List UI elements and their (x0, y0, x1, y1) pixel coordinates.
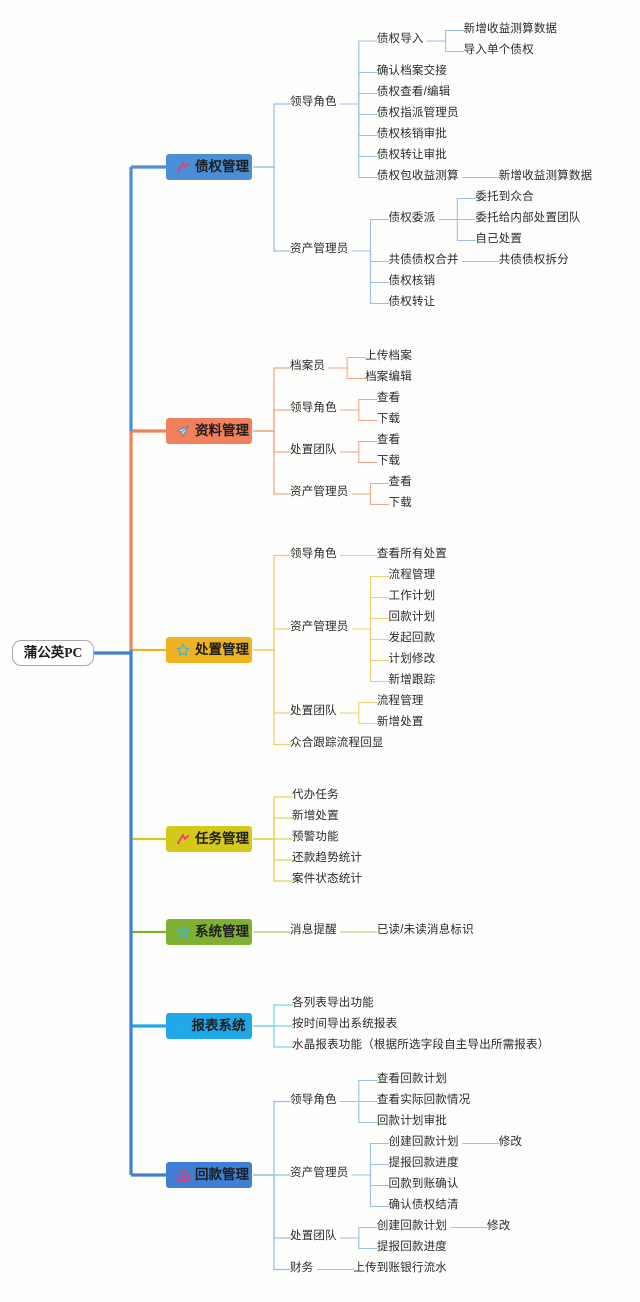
mindmap-node-leaf[interactable]: 债权转让 (388, 295, 436, 308)
mindmap-node-branch[interactable]: 债权包收益测算 (376, 169, 459, 182)
mindmap-node-leaf[interactable]: 按时间导出系统报表 (292, 1018, 398, 1030)
mindmap-node-leaf[interactable]: 新增处置 (292, 810, 339, 822)
mindmap-branch-payment[interactable]: 回款管理 (166, 1162, 252, 1188)
mindmap-node-leaf[interactable]: 新增跟踪 (388, 673, 436, 686)
mindmap-node-leaf[interactable]: 计划修改 (388, 652, 436, 665)
mindmap-node-leaf[interactable]: 流程管理 (388, 568, 436, 581)
mindmap-node-leaf[interactable]: 提报回款进度 (376, 1240, 448, 1253)
mindmap-node-leaf[interactable]: 下载 (376, 412, 401, 425)
mindmap-node-leaf[interactable]: 查看 (376, 391, 401, 404)
mindmap-node-leaf[interactable]: 债权转让审批 (376, 148, 448, 161)
mindmap-node-leaf[interactable]: 回款计划审批 (376, 1114, 448, 1127)
mindmap-node-branch[interactable]: 处置团队 (290, 444, 337, 456)
mindmap-node-leaf[interactable]: 案件状态统计 (292, 873, 363, 885)
mindmap-node-leaf[interactable]: 已读/未读消息标识 (376, 924, 474, 936)
mindmap-node-leaf[interactable]: 下载 (376, 454, 401, 467)
mindmap-branch-label: 资料管理 (195, 423, 249, 439)
mindmap-node-leaf[interactable]: 自己处置 (475, 232, 523, 245)
mindmap-node-leaf[interactable]: 债权核销 (388, 274, 436, 287)
mindmap-node-branch[interactable]: 债权导入 (376, 33, 424, 45)
mindmap-branch-task[interactable]: 任务管理 (166, 826, 252, 852)
mindmap-node-branch[interactable]: 创建回款计划 (388, 1135, 459, 1148)
mindmap-branch-label: 任务管理 (195, 831, 249, 847)
mindmap-branch-label: 处置管理 (195, 642, 249, 658)
mindmap-node-leaf[interactable]: 流程管理 (376, 694, 424, 707)
mindmap-node-branch[interactable]: 资产管理员 (290, 621, 349, 633)
mindmap-node-leaf[interactable]: 共债债权拆分 (498, 253, 569, 266)
mindmap-node-branch[interactable]: 资产管理员 (290, 243, 349, 255)
mindmap-node-leaf[interactable]: 水晶报表功能（根据所选字段自主导出所需报表） (292, 1039, 550, 1051)
mindmap-branch-label: 债权管理 (195, 159, 249, 175)
mindmap-node-leaf[interactable]: 查看所有处置 (376, 547, 448, 560)
mindmap-node-leaf[interactable]: 预警功能 (292, 831, 339, 843)
mindmap-node-leaf[interactable]: 下载 (388, 496, 412, 509)
mindmap-branch-label: 系统管理 (195, 924, 249, 940)
mindmap-node-leaf[interactable]: 上传档案 (365, 349, 412, 362)
mindmap-root-node[interactable]: 蒲公英PC (12, 640, 94, 666)
mindmap-node-leaf[interactable]: 债权指派管理员 (376, 106, 459, 119)
mindmap-node-leaf[interactable]: 新增收益测算数据 (498, 169, 593, 182)
mindmap-node-branch[interactable]: 资产管理员 (290, 1167, 349, 1179)
mindmap-node-branch[interactable]: 共债债权合并 (388, 253, 459, 266)
mindmap-node-branch[interactable]: 消息提醒 (290, 924, 337, 936)
mindmap-node-leaf[interactable]: 上传到账银行流水 (353, 1261, 448, 1274)
paper-plane-icon (176, 424, 190, 438)
mindmap-node-branch[interactable]: 领导角色 (290, 402, 337, 414)
mindmap-node-leaf[interactable]: 委托到众合 (475, 190, 534, 203)
mindmap-node-leaf[interactable]: 债权查看/编辑 (376, 85, 451, 98)
mindmap-node-leaf[interactable]: 新增收益测算数据 (463, 22, 558, 35)
star-icon (176, 643, 190, 657)
rocket-icon (176, 832, 190, 846)
mindmap-root-label: 蒲公英PC (23, 645, 83, 661)
mindmap-node-leaf[interactable]: 查看 (376, 433, 401, 446)
mindmap-node-leaf[interactable]: 确认档案交接 (376, 64, 448, 77)
mindmap-node-leaf[interactable]: 导入单个债权 (463, 43, 534, 56)
mindmap-node-branch[interactable]: 创建回款计划 (376, 1219, 448, 1232)
mindmap-node-leaf[interactable]: 还款趋势统计 (292, 852, 363, 864)
mindmap-node-branch[interactable]: 领导角色 (290, 547, 337, 560)
mindmap-branch-label: 报表系统 (191, 1018, 246, 1034)
rocket-icon (176, 160, 190, 174)
home-icon (176, 1168, 190, 1182)
star-icon (176, 925, 190, 939)
mindmap-node-branch[interactable]: 档案员 (290, 360, 326, 372)
mindmap-node-branch[interactable]: 领导角色 (290, 96, 337, 108)
mindmap-node-leaf[interactable]: 查看实际回款情况 (376, 1093, 471, 1106)
mindmap-node-leaf[interactable]: 债权核销审批 (376, 127, 448, 140)
mindmap-node-branch[interactable]: 财务 (290, 1261, 314, 1274)
mindmap-node-leaf[interactable]: 众合跟踪流程回显 (290, 736, 384, 749)
mindmap-branch-data[interactable]: 资料管理 (166, 418, 252, 444)
mindmap-branch-system[interactable]: 系统管理 (166, 919, 252, 945)
mindmap-node-leaf[interactable]: 档案编辑 (365, 370, 412, 383)
mindmap-node-branch[interactable]: 资产管理员 (290, 486, 349, 498)
mindmap-node-leaf[interactable]: 委托给内部处置团队 (475, 211, 581, 224)
mindmap-node-leaf[interactable]: 回款计划 (388, 610, 436, 623)
mindmap-node-leaf[interactable]: 代办任务 (292, 789, 339, 801)
mindmap-node-leaf[interactable]: 修改 (498, 1135, 523, 1148)
mindmap-branch-report[interactable]: 报表系统 (166, 1013, 252, 1039)
mindmap-node-branch[interactable]: 处置团队 (290, 1230, 337, 1242)
mindmap-node-leaf[interactable]: 发起回款 (388, 631, 436, 644)
mindmap-node-leaf[interactable]: 确认债权结清 (388, 1198, 459, 1211)
mindmap-branch-label: 回款管理 (195, 1167, 249, 1183)
mindmap-node-branch[interactable]: 领导角色 (290, 1093, 337, 1106)
mindmap-branch-dispose[interactable]: 处置管理 (166, 637, 252, 663)
mindmap-node-branch[interactable]: 债权委派 (388, 211, 436, 224)
mindmap-node-leaf[interactable]: 提报回款进度 (388, 1156, 459, 1169)
mindmap-node-leaf[interactable]: 回款到账确认 (388, 1177, 459, 1190)
mindmap-node-leaf[interactable]: 查看 (388, 475, 412, 488)
mindmap-node-leaf[interactable]: 各列表导出功能 (292, 997, 374, 1009)
mindmap-branch-debt[interactable]: 债权管理 (166, 154, 252, 180)
mindmap-node-leaf[interactable]: 工作计划 (388, 589, 436, 602)
mindmap-node-leaf[interactable]: 修改 (487, 1219, 511, 1232)
blank-icon (173, 1019, 187, 1033)
mindmap-node-leaf[interactable]: 新增处置 (376, 715, 424, 728)
mindmap-node-branch[interactable]: 处置团队 (290, 705, 337, 717)
mindmap-node-leaf[interactable]: 查看回款计划 (376, 1072, 448, 1085)
